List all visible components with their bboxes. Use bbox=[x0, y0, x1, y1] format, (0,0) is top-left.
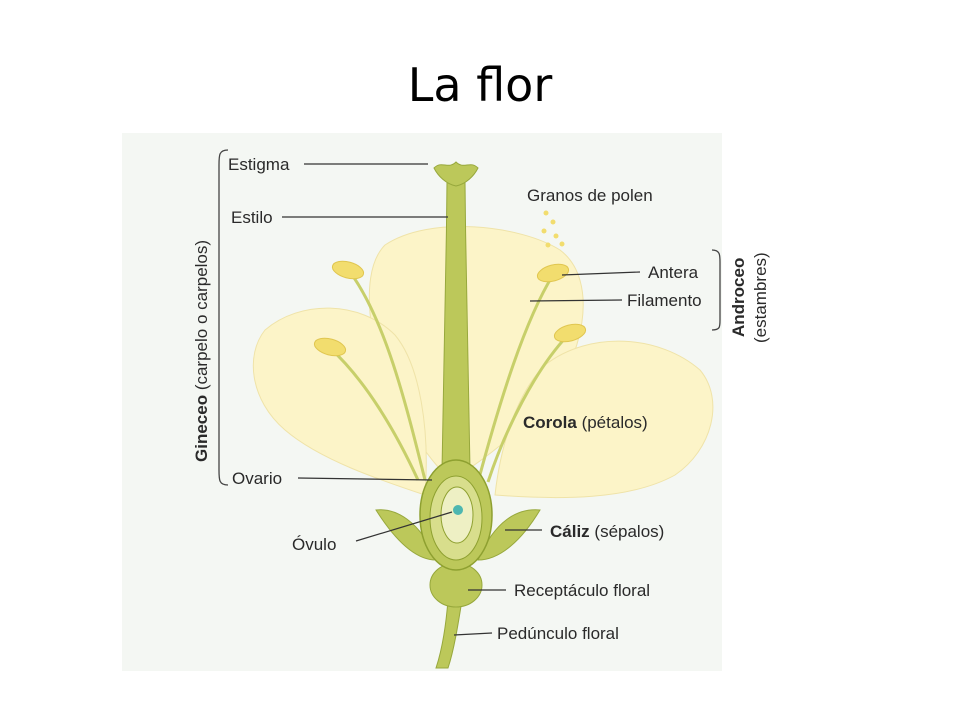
anther-4 bbox=[553, 323, 587, 343]
ovule bbox=[453, 505, 463, 515]
peduncle bbox=[435, 599, 463, 669]
label-gineceo-rest: (carpelo o carpelos) bbox=[192, 240, 211, 395]
label-gineceo-bold: Gineceo bbox=[192, 395, 211, 462]
filament-3 bbox=[476, 274, 555, 483]
label-caliz-rest: (sépalos) bbox=[590, 522, 665, 541]
filament-2 bbox=[328, 346, 420, 481]
anther-1 bbox=[331, 260, 365, 280]
anthers bbox=[313, 260, 587, 357]
leader-lines bbox=[282, 163, 641, 636]
label-pedunculo: Pedúnculo floral bbox=[497, 624, 619, 643]
label-androceo-estambres: (estambres) bbox=[751, 252, 770, 343]
gineceo-brace bbox=[218, 149, 229, 486]
anther-2 bbox=[313, 337, 347, 357]
label-corola-bold: Corola bbox=[523, 413, 577, 432]
ovary-cavity bbox=[440, 486, 474, 544]
label-corola: Corola (pétalos) bbox=[523, 413, 648, 432]
label-ovario: Ovario bbox=[232, 469, 282, 488]
label-filamento: Filamento bbox=[627, 291, 702, 310]
pollen-grains bbox=[541, 210, 565, 248]
label-receptaculo: Receptáculo floral bbox=[514, 581, 650, 600]
filament-4 bbox=[486, 333, 570, 483]
anther-3 bbox=[536, 263, 570, 283]
label-granos-polen: Granos de polen bbox=[527, 186, 653, 205]
filaments bbox=[328, 271, 570, 483]
label-gineceo: Gineceo (carpelo o carpelos) bbox=[192, 240, 211, 462]
pistil bbox=[419, 161, 493, 571]
label-caliz-bold: Cáliz bbox=[550, 522, 590, 541]
label-corola-rest: (pétalos) bbox=[577, 413, 648, 432]
label-estilo: Estilo bbox=[231, 208, 273, 227]
label-androceo: Androceo bbox=[729, 258, 748, 337]
androceo-brace bbox=[711, 249, 721, 331]
filament-1 bbox=[348, 271, 427, 481]
label-ovulo: Óvulo bbox=[292, 535, 336, 554]
label-estigma: Estigma bbox=[228, 155, 290, 174]
style bbox=[441, 181, 471, 471]
petal-right bbox=[494, 340, 714, 499]
label-caliz: Cáliz (sépalos) bbox=[550, 522, 664, 541]
stigma bbox=[433, 161, 479, 187]
petals bbox=[252, 226, 714, 499]
sepal-right bbox=[477, 509, 541, 561]
label-antera: Antera bbox=[648, 263, 699, 282]
page-title: La flor bbox=[407, 58, 553, 112]
